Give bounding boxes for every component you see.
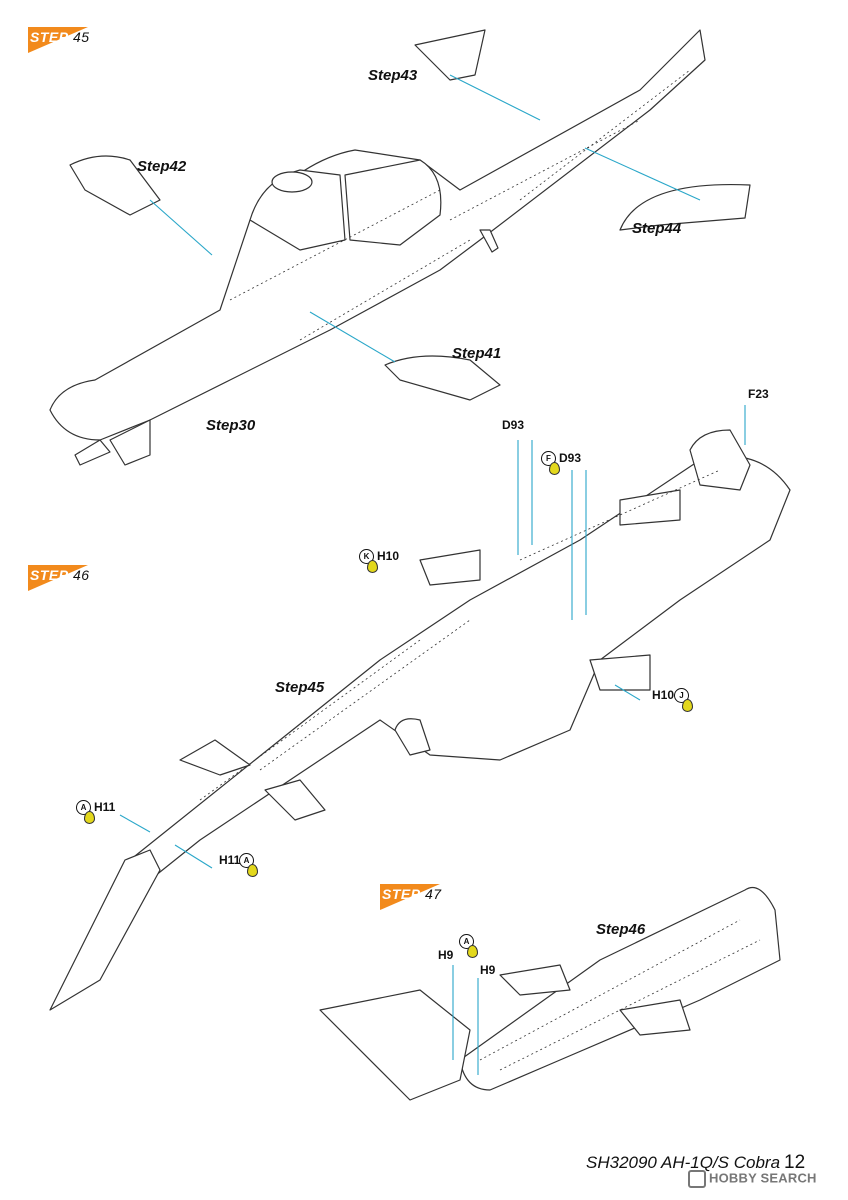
- callout-step41: Step41: [452, 345, 502, 362]
- step-number: 45: [72, 29, 90, 45]
- horizontal-stab-lower: [319, 989, 471, 1101]
- step-word: STEP: [382, 886, 421, 902]
- callout-step42: Step42: [137, 158, 187, 175]
- part-f23: F23: [748, 387, 769, 401]
- watermark-text: HOBBY SEARCH: [709, 1170, 817, 1186]
- glue-drop-icon: [549, 462, 560, 475]
- callout-step45: Step45: [275, 679, 325, 696]
- step-45-banner: STEP 45: [28, 27, 118, 53]
- wing-left-upper: [69, 155, 161, 216]
- color-mark-a: A: [76, 800, 91, 815]
- glue-drop-icon: [467, 945, 478, 958]
- step-46-banner: STEP 46: [28, 565, 118, 591]
- part-d93: D93: [559, 451, 582, 465]
- page-number: 12: [784, 1152, 806, 1173]
- glue-drop-icon: [247, 864, 258, 877]
- glue-drop-icon: [367, 560, 378, 573]
- callout-step44: Step44: [632, 220, 682, 237]
- stab-right-upper: [619, 183, 751, 231]
- step-number: 47: [424, 886, 442, 902]
- wing-right-upper: [384, 355, 501, 401]
- callout-step43: Step43: [368, 67, 418, 84]
- step-word: STEP: [30, 567, 69, 583]
- model-name: SH32090 AH-1Q/S Cobra: [586, 1153, 781, 1172]
- glue-drop-icon: [84, 811, 95, 824]
- part-h10: H10: [377, 549, 400, 563]
- watermark: HOBBY SEARCH: [688, 1170, 817, 1188]
- part-h11: H11: [219, 853, 241, 867]
- step-47-banner: STEP 47: [380, 884, 470, 910]
- part-d93: D93: [502, 418, 525, 432]
- tail-boom-lower: [459, 886, 781, 1091]
- step-number: 46: [72, 567, 90, 583]
- callout-step46: Step46: [596, 921, 646, 938]
- callout-step30: Step30: [206, 417, 256, 434]
- fuselage-middle-view: [129, 455, 791, 881]
- stab-left-upper: [414, 29, 486, 81]
- part-h9: H9: [438, 948, 454, 962]
- part-h11: H11: [94, 800, 116, 814]
- hobby-search-logo-icon: [688, 1170, 706, 1188]
- part-h10: H10: [652, 688, 675, 702]
- tail-fin-middle: [49, 849, 161, 1011]
- part-h9: H9: [480, 963, 496, 977]
- glue-drop-icon: [682, 699, 693, 712]
- step-word: STEP: [30, 29, 69, 45]
